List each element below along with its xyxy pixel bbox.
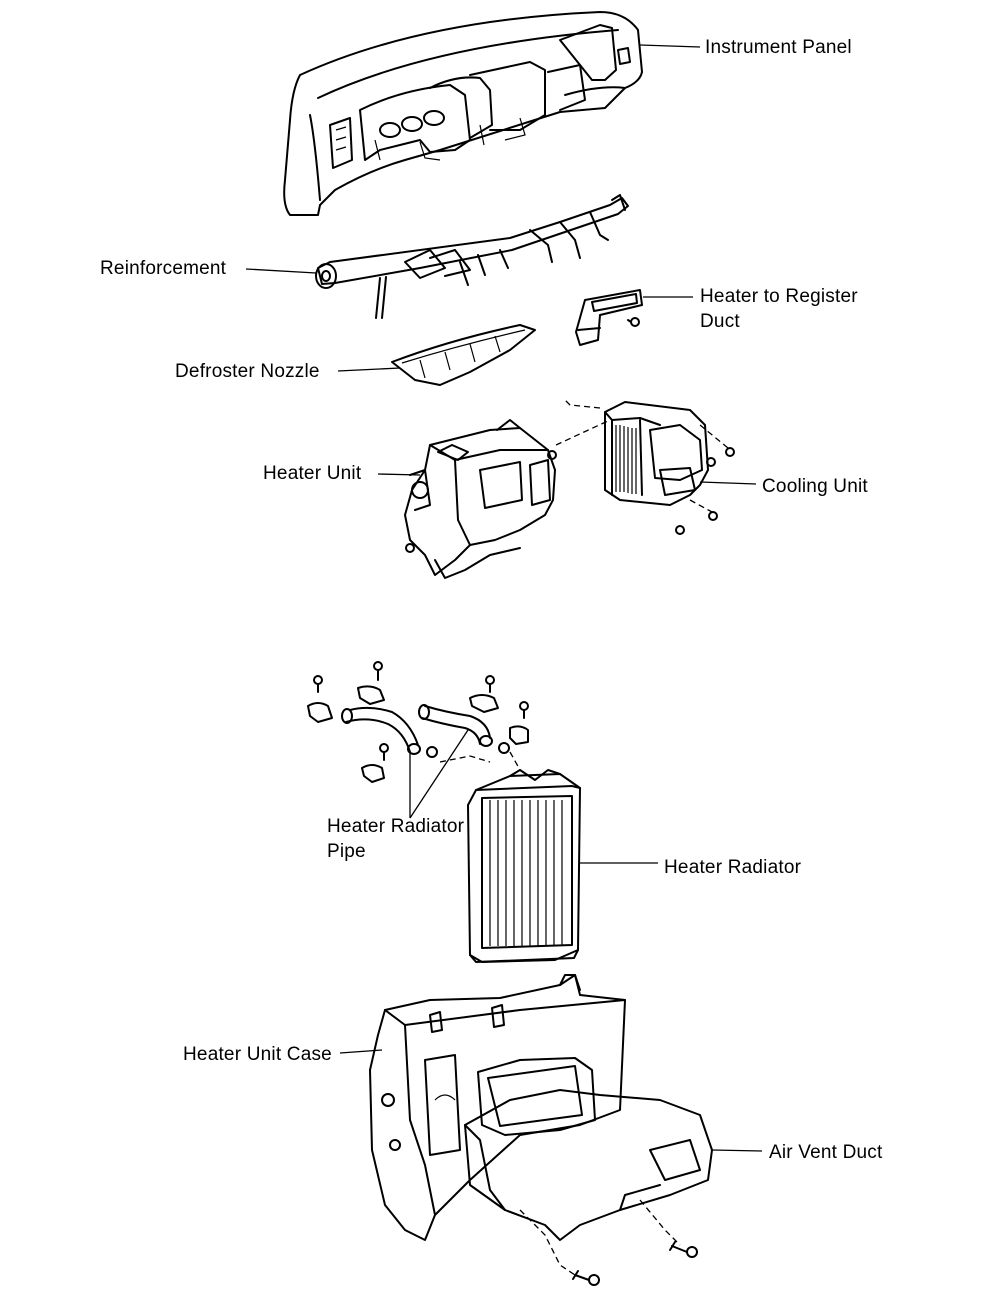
- defroster-nozzle-part: [391, 324, 536, 386]
- reinforcement-part: [315, 194, 629, 319]
- label-heater-unit-case: Heater Unit Case: [183, 1044, 332, 1065]
- heater-radiator-part: [467, 769, 581, 963]
- cooling-unit-part: [564, 399, 735, 535]
- leader-heater-radiator-pipe-b: [409, 729, 469, 819]
- leader-reinforcement: [245, 268, 317, 274]
- heater-to-register-duct-part: [575, 289, 643, 346]
- heater-unit-part: [404, 419, 611, 579]
- air-vent-duct-part: [464, 1057, 713, 1286]
- label-heater-unit: Heater Unit: [263, 463, 362, 484]
- label-air-vent-duct: Air Vent Duct: [769, 1142, 883, 1163]
- label-heater-radiator: Heater Radiator: [664, 857, 802, 878]
- leader-heater-unit: [377, 473, 421, 476]
- label-defroster-nozzle: Defroster Nozzle: [175, 361, 320, 382]
- leader-instrument-panel: [639, 44, 701, 48]
- instrument-panel-part: [283, 11, 643, 216]
- heater-radiator-pipe-part: [307, 661, 529, 783]
- label-reinforcement: Reinforcement: [100, 258, 227, 279]
- leader-defroster-nozzle: [337, 367, 401, 372]
- heater-unit-case-part: [369, 974, 626, 1241]
- label-instrument-panel: Instrument Panel: [705, 37, 852, 58]
- leader-cooling-unit: [699, 481, 757, 485]
- leader-air-vent-duct: [711, 1149, 763, 1152]
- leader-heater-unit-case: [339, 1049, 383, 1054]
- leader-lines: [245, 44, 763, 1152]
- label-heater-to-register-duct-line2: Duct: [700, 311, 740, 332]
- label-heater-radiator-pipe-line1: Heater Radiator: [327, 816, 465, 837]
- label-heater-radiator-pipe-line2: Pipe: [327, 841, 366, 862]
- label-cooling-unit: Cooling Unit: [762, 476, 868, 497]
- label-heater-to-register-duct-line1: Heater to Register: [700, 286, 858, 307]
